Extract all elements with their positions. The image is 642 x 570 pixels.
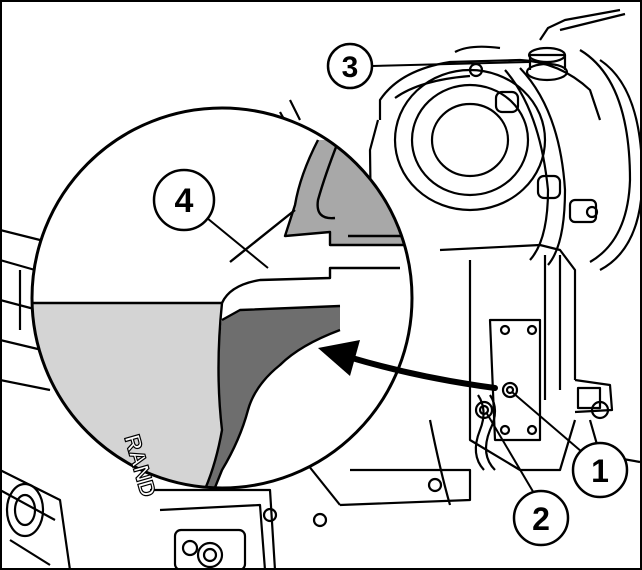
callout-1: 1: [571, 441, 629, 499]
leader-line-2: [485, 411, 539, 501]
engine-housing: [0, 8, 642, 570]
callout-4: 4: [152, 168, 216, 232]
callout-4-label: 4: [175, 182, 194, 220]
leader-line-1: [511, 391, 583, 453]
callout-3: 3: [326, 42, 374, 90]
leader-line-3: [371, 61, 531, 67]
callout-2-label: 2: [532, 501, 550, 537]
dark-gray-region: [200, 306, 340, 488]
callout-2: 2: [512, 489, 570, 547]
magnifier-outline: [30, 106, 414, 490]
leader-line-4: [206, 217, 269, 269]
callout-3-label: 3: [342, 51, 359, 84]
leader-lines: [206, 61, 583, 501]
zoom-arrow: [318, 340, 498, 391]
callout-1-label: 1: [591, 453, 609, 489]
